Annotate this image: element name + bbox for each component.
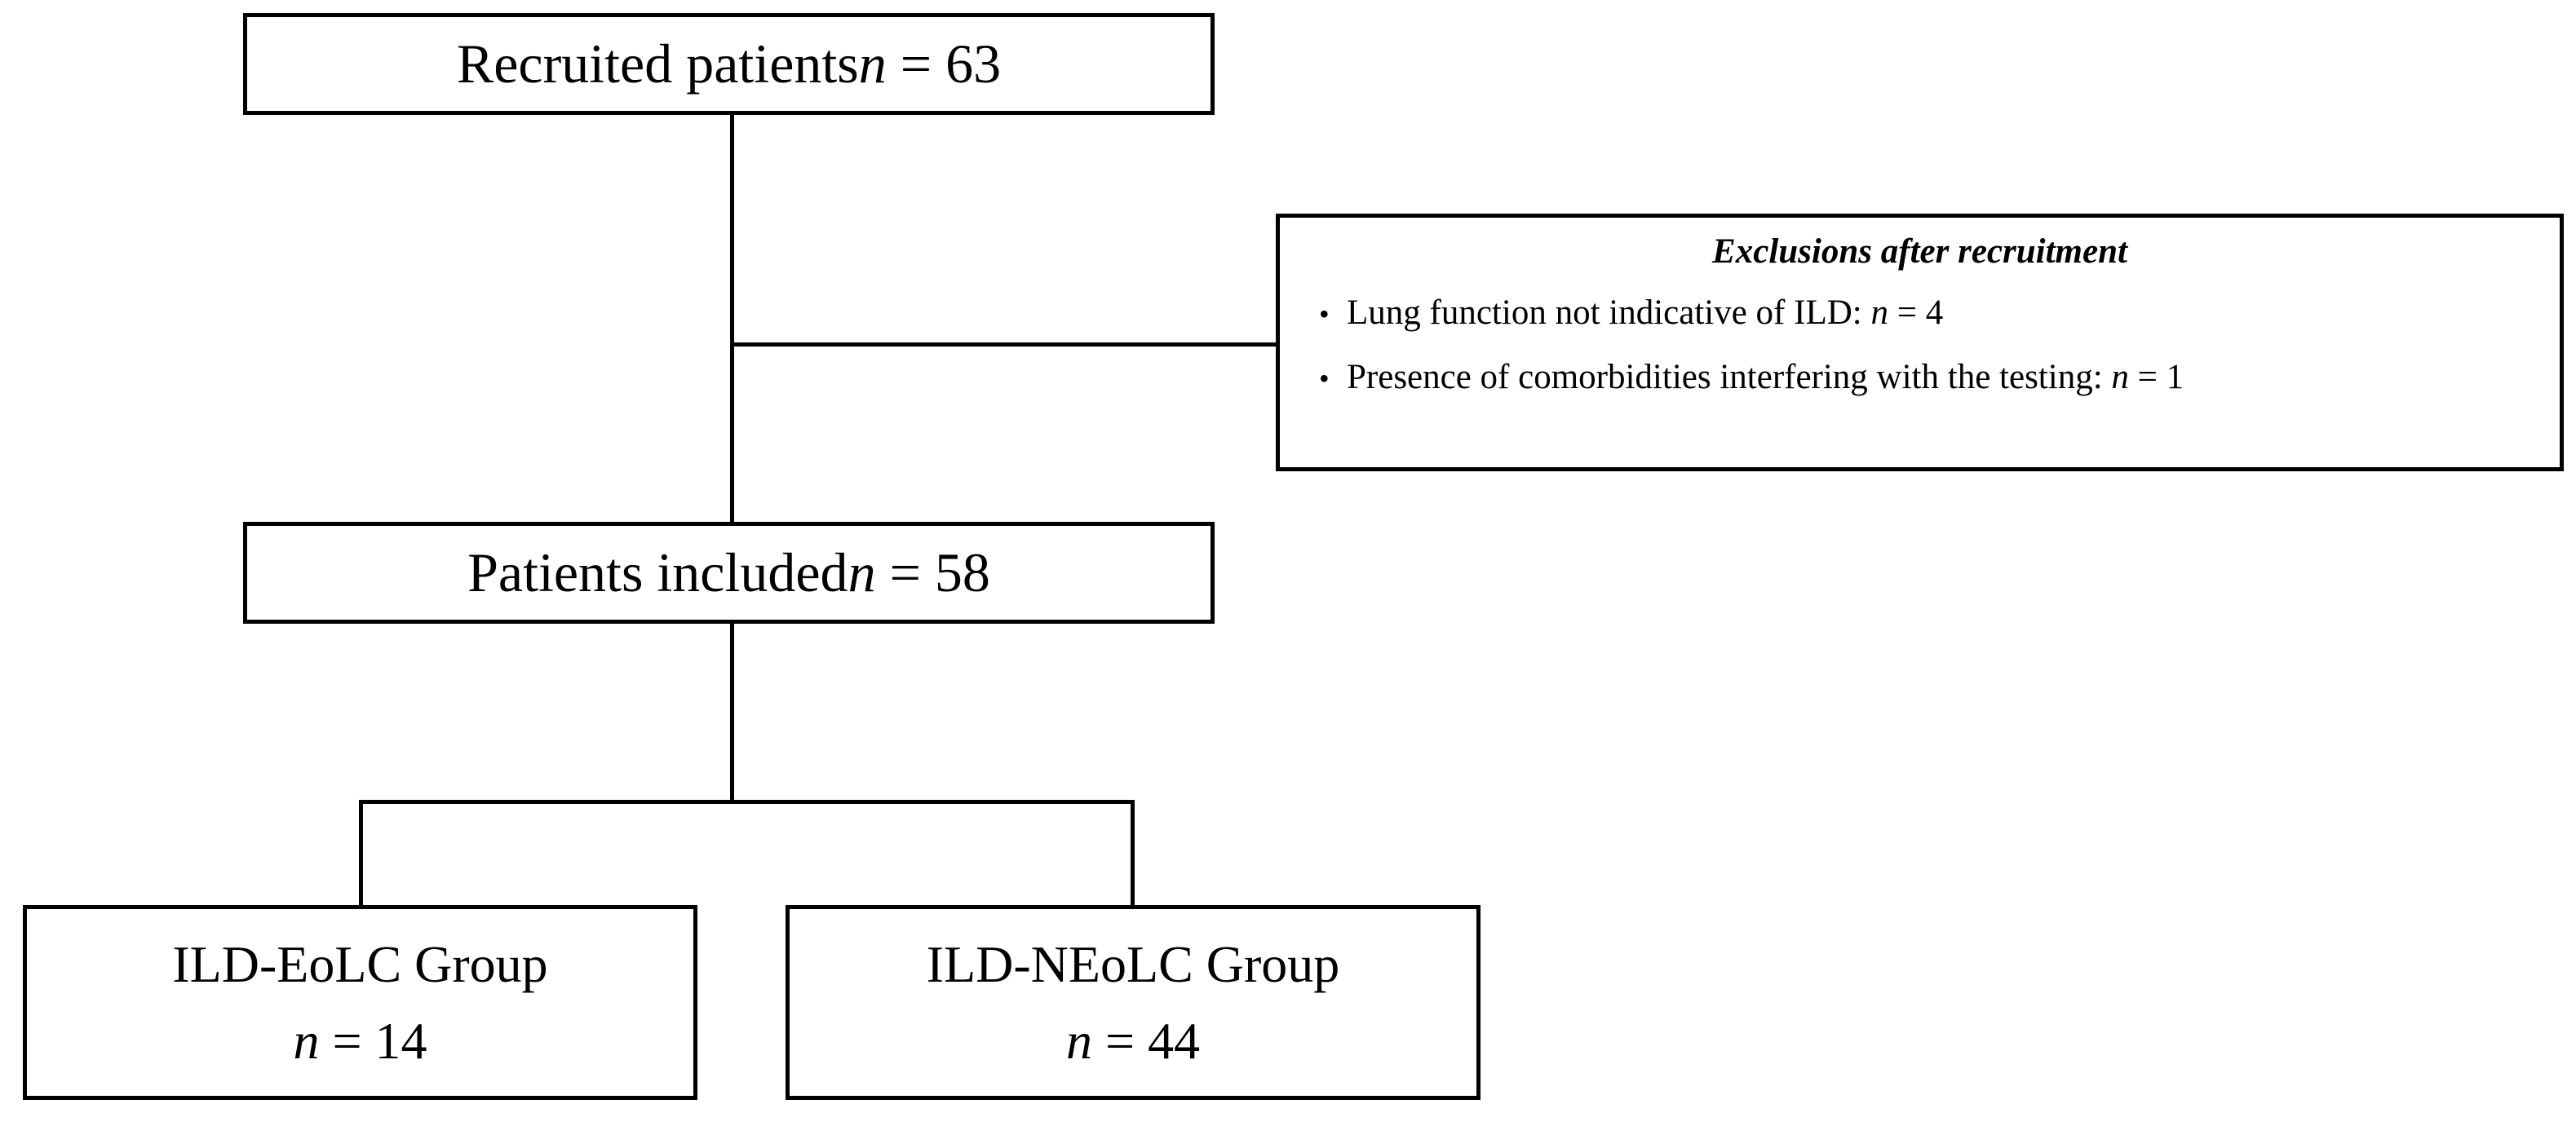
exclusions-item-2-n-value: 1 xyxy=(2166,358,2184,397)
node-recruited-equals: = xyxy=(886,33,946,95)
bullet-icon: • xyxy=(1319,297,1330,330)
exclusions-item-text: Presence of comorbidities interfering wi… xyxy=(1347,355,2184,400)
node-exclusions-panel: Exclusions after recruitment • Lung func… xyxy=(1276,214,2564,471)
node-recruited-n-symbol: n xyxy=(858,33,887,95)
node-eolc-equals: = xyxy=(319,1011,375,1070)
node-eolc-n-value: 14 xyxy=(374,1011,427,1070)
node-neolc-equals: = xyxy=(1091,1011,1149,1070)
node-recruited-patients: Recruited patientsn = 63 xyxy=(243,13,1215,115)
node-included-equals: = xyxy=(875,541,935,604)
node-patients-included: Patients includedn = 58 xyxy=(243,522,1215,624)
exclusions-item-1-n-value: 4 xyxy=(1925,293,1944,332)
exclusions-item-2-label: Presence of comorbidities interfering wi… xyxy=(1347,358,2112,397)
node-group-ild-neolc-count: n = 44 xyxy=(1066,1012,1200,1071)
bullet-icon: • xyxy=(1319,362,1330,395)
node-group-ild-neolc: ILD-NEoLC Group n = 44 xyxy=(786,905,1481,1100)
node-recruited-n-value: 63 xyxy=(945,33,1002,95)
exclusions-title: Exclusions after recruitment xyxy=(1712,232,2127,271)
exclusions-item-1-equals: = xyxy=(1888,293,1926,332)
connector-fork-drop-right xyxy=(1131,800,1135,905)
node-group-ild-neolc-label: ILD-NEoLC Group xyxy=(926,934,1340,993)
exclusions-item-2-equals: = xyxy=(2128,358,2167,397)
node-recruited-patients-text: Recruited patientsn = 63 xyxy=(457,33,1001,95)
node-neolc-n-symbol: n xyxy=(1065,1011,1092,1070)
node-included-n-symbol: n xyxy=(848,541,876,604)
exclusions-list-item: • Presence of comorbidities interfering … xyxy=(1319,355,2542,400)
exclusions-item-1-n-symbol: n xyxy=(1870,293,1888,332)
exclusions-list-item: • Lung function not indicative of ILD: n… xyxy=(1319,291,2542,335)
node-group-ild-eolc-count: n = 14 xyxy=(293,1012,427,1071)
node-neolc-n-value: 44 xyxy=(1148,1011,1201,1070)
node-included-label: Patients included xyxy=(467,541,848,604)
node-group-ild-eolc: ILD-EoLC Group n = 14 xyxy=(23,905,697,1100)
exclusions-item-text: Lung function not indicative of ILD: n =… xyxy=(1347,291,1943,335)
node-patients-included-text: Patients includedn = 58 xyxy=(467,541,990,603)
connector-included-to-fork xyxy=(730,624,734,802)
connector-fork-horizontal xyxy=(359,800,1135,804)
connector-fork-drop-left xyxy=(359,800,363,905)
exclusions-item-2-n-symbol: n xyxy=(2111,358,2129,397)
connector-to-exclusions xyxy=(730,342,1276,347)
node-included-n-value: 58 xyxy=(934,541,990,604)
exclusions-item-1-label: Lung function not indicative of ILD: xyxy=(1347,293,1871,332)
node-group-ild-eolc-label: ILD-EoLC Group xyxy=(172,934,548,993)
node-eolc-n-symbol: n xyxy=(293,1011,320,1070)
connector-recruited-to-included xyxy=(730,115,734,522)
node-recruited-label: Recruited patients xyxy=(456,33,859,95)
